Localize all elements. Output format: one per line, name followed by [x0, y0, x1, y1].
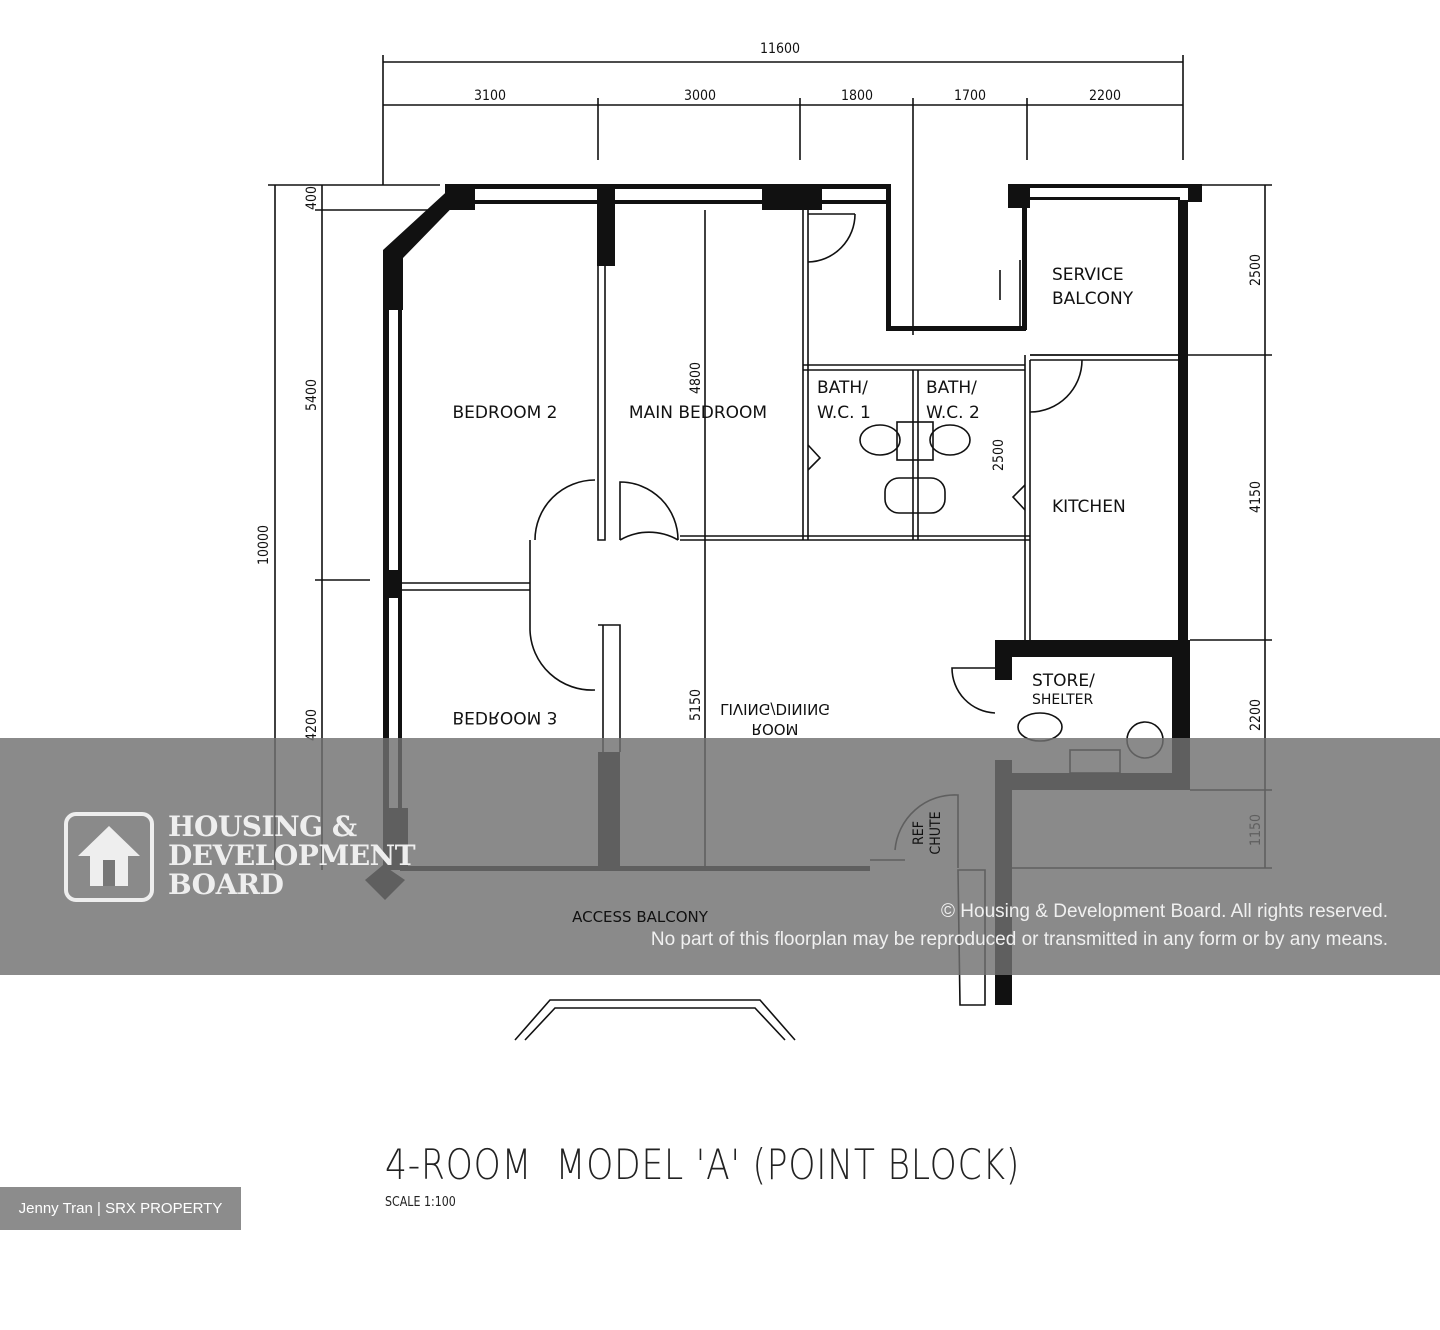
room-living-line1: LIVING/DINING	[720, 700, 830, 718]
plan-scale: SCALE 1:100	[385, 1195, 456, 1210]
planter-ledge	[514, 999, 796, 1041]
room-bath-1-line2: W.C. 1	[817, 403, 871, 423]
room-bath-1-line1: BATH/	[817, 378, 868, 398]
dim-top-2: 3000	[684, 88, 716, 104]
dim-top-5: 2200	[1089, 88, 1121, 104]
dim-bath: 2500	[991, 439, 1007, 471]
dim-right-1: 2500	[1248, 254, 1264, 286]
copyright-line-1: © Housing & Development Board. All right…	[941, 901, 1388, 922]
room-bedroom-2: BEDROOM 2	[453, 403, 558, 423]
dim-right-2: 4150	[1248, 481, 1264, 513]
dim-main-bedroom: 4800	[688, 362, 704, 394]
dim-top-4: 1700	[954, 88, 986, 104]
room-kitchen: KITCHEN	[1052, 497, 1126, 517]
dim-left-1: 400	[304, 186, 320, 210]
dim-top-1: 3100	[474, 88, 506, 104]
room-main-bedroom: MAIN BEDROOM	[629, 403, 767, 423]
watermark-band	[0, 738, 1440, 975]
copyright-line-2: No part of this floorplan may be reprodu…	[650, 929, 1388, 950]
dim-overall-height: 10000	[256, 525, 272, 565]
room-bath-2-line2: W.C. 2	[926, 403, 980, 423]
hdb-logo-line-2: DEVELOPMENT	[168, 839, 416, 872]
dim-living: 5150	[688, 689, 704, 721]
copyright-notice: © Housing & Development Board. All right…	[651, 898, 1388, 954]
dim-left-3: 4200	[304, 709, 320, 741]
room-store-line2: SHELTER	[1032, 692, 1094, 708]
hdb-logo-text: HOUSING & DEVELOPMENT BOARD	[168, 810, 416, 901]
hdb-logo-line-3: BOARD	[168, 868, 284, 901]
hdb-house-logo-icon	[64, 812, 154, 902]
room-service-balcony-line1: SERVICE	[1052, 265, 1124, 285]
dim-top-3: 1800	[841, 88, 873, 104]
dim-right-3: 2200	[1248, 699, 1264, 731]
top-dimension-lines	[382, 55, 1184, 335]
agent-credit: Jenny Tran | SRX PROPERTY	[0, 1187, 241, 1230]
room-bedroom-3: BEDROOM 3	[453, 707, 558, 727]
plan-title: 4-ROOM MODEL 'A' (POINT BLOCK)	[385, 1140, 1021, 1189]
room-living-line2: ROOM	[752, 720, 799, 738]
dim-overall-width: 11600	[760, 41, 800, 57]
room-bath-2-line1: BATH/	[926, 378, 977, 398]
hdb-logo-line-1: HOUSING &	[168, 810, 357, 843]
dim-left-2: 5400	[304, 379, 320, 411]
room-service-balcony-line2: BALCONY	[1052, 289, 1134, 309]
room-store-line1: STORE/	[1032, 671, 1095, 691]
